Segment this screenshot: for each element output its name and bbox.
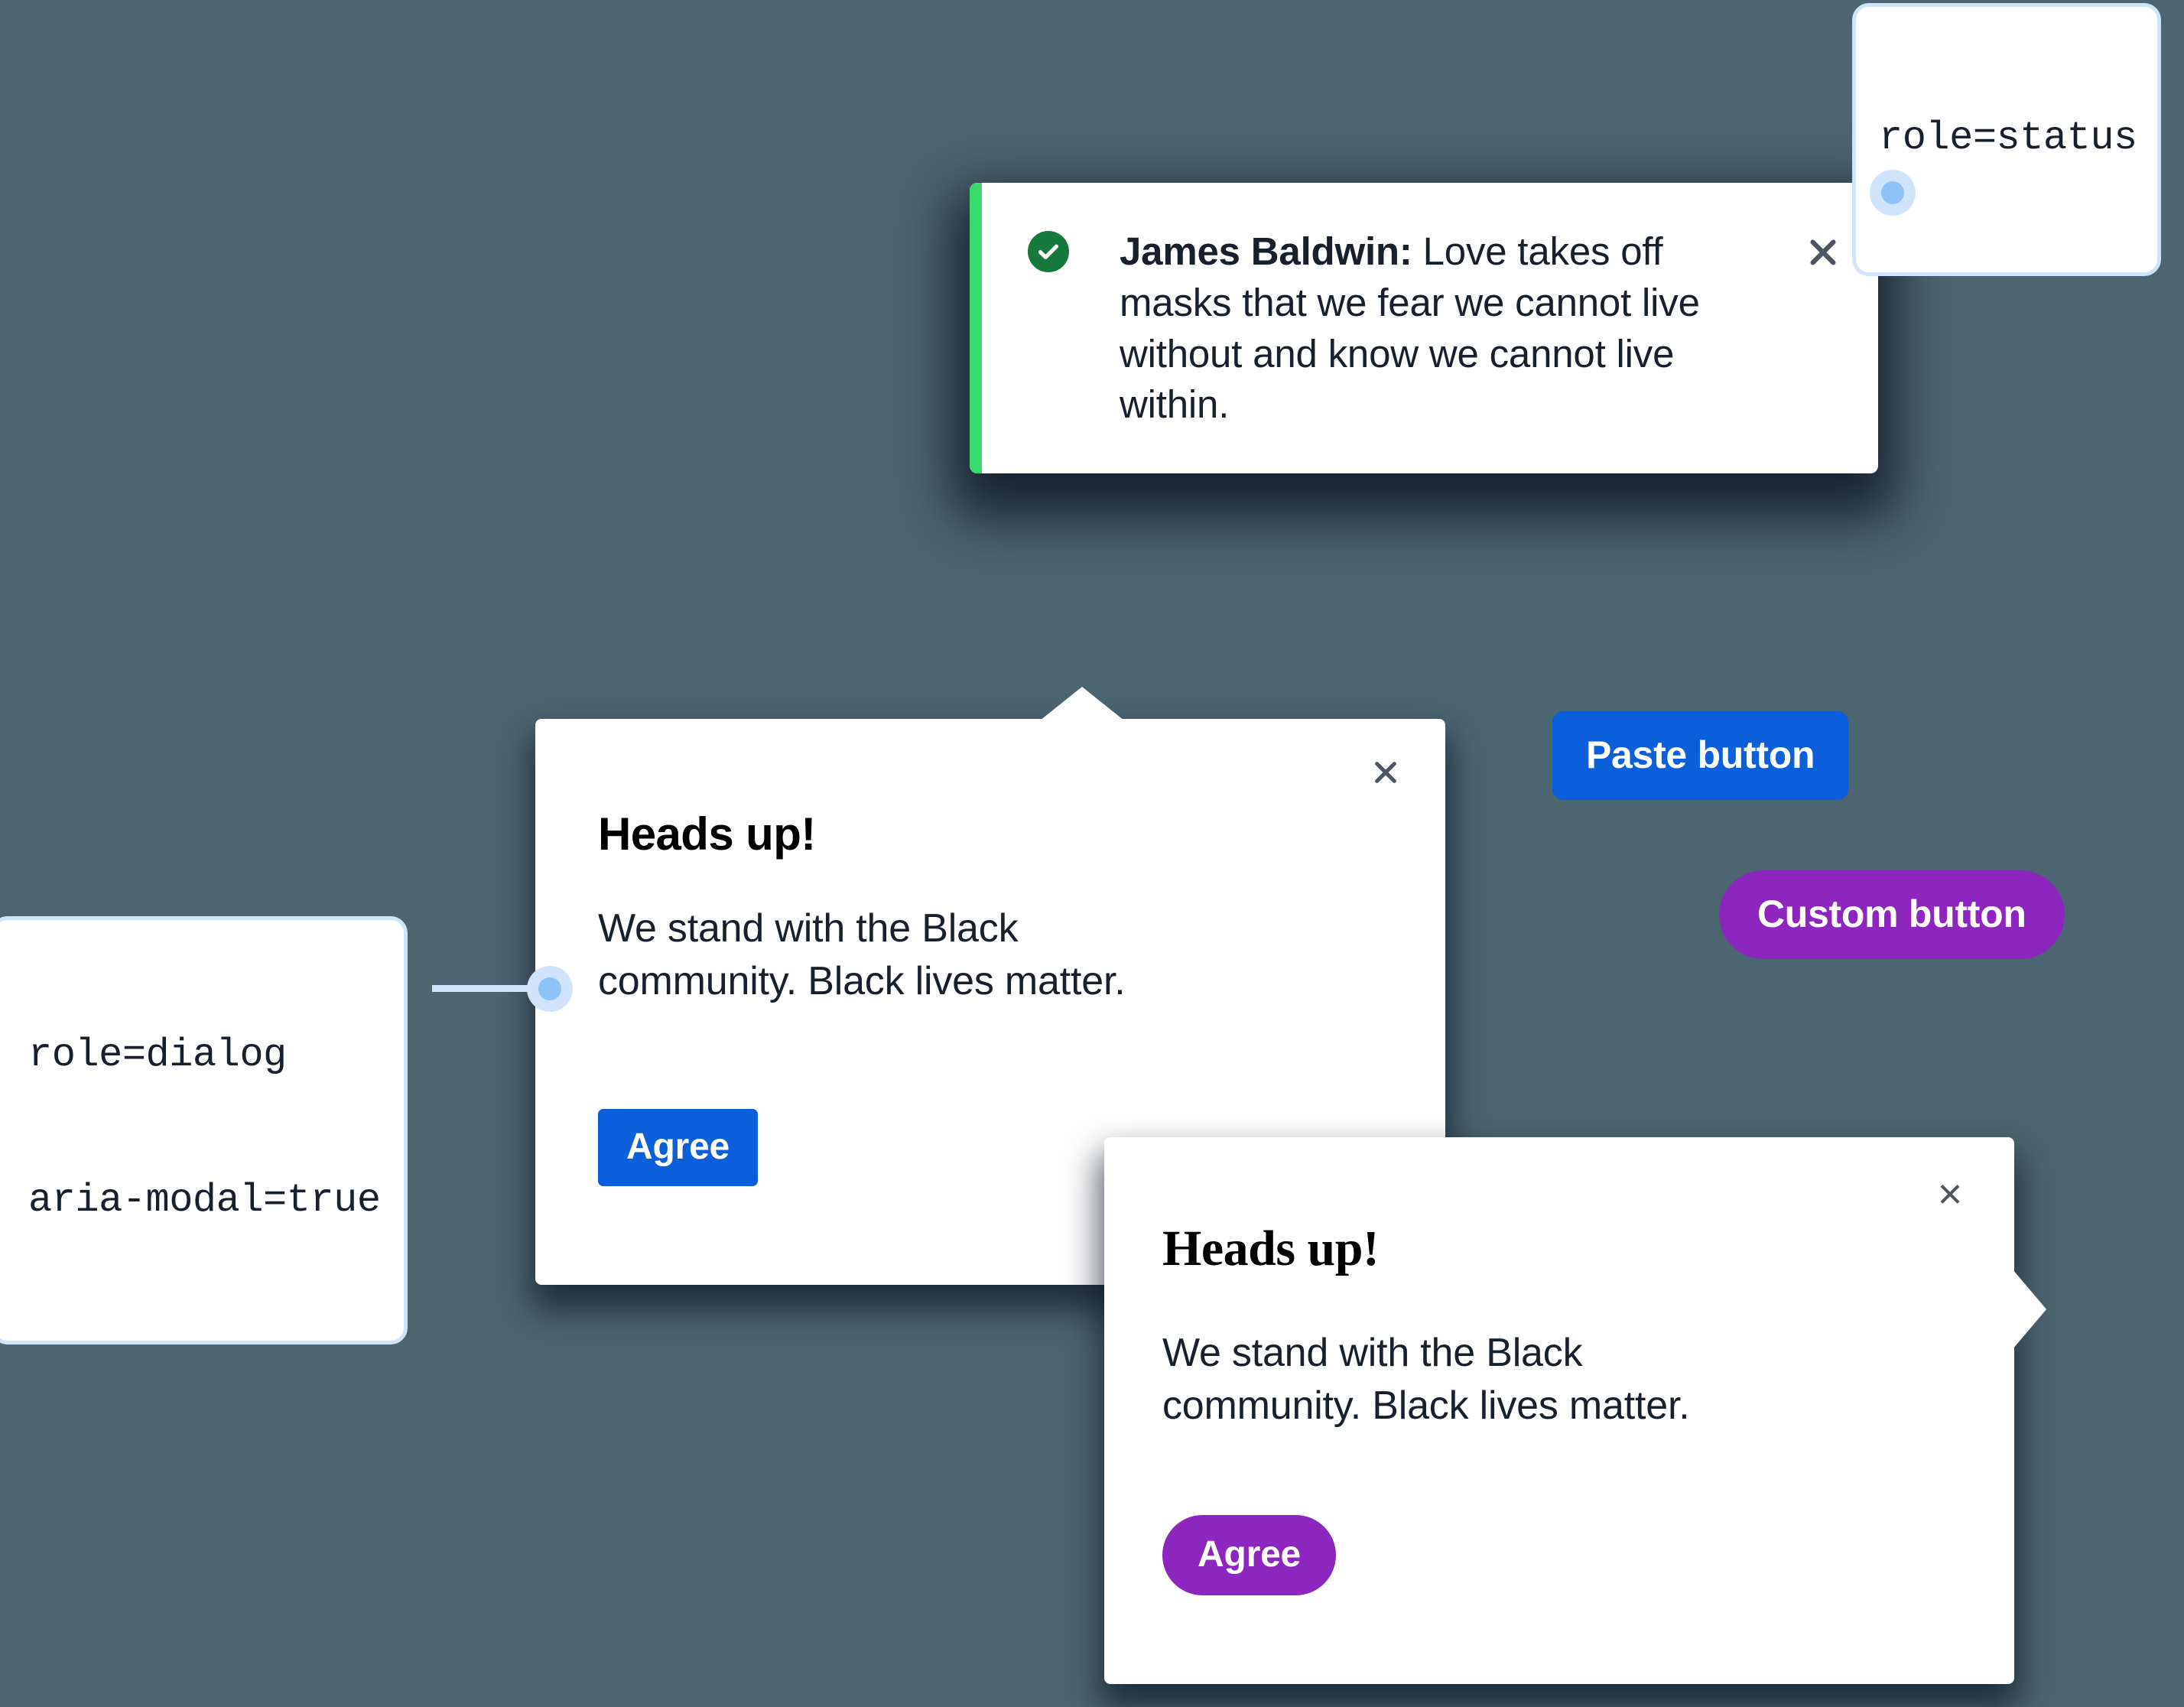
dialog-title: Heads up! [598, 808, 816, 860]
annotation-anchor-dot-dialog [527, 966, 573, 1012]
toast-message: James Baldwin: Love takes off masks that… [1120, 226, 1782, 431]
toast-quote: Love takes off masks that we fear we can… [1120, 229, 1700, 427]
success-check-icon [1028, 231, 1069, 272]
paste-button[interactable]: Paste button [1552, 711, 1849, 800]
annotation-connector-dialog [432, 985, 543, 992]
close-icon[interactable] [1364, 751, 1407, 794]
close-icon[interactable] [1800, 229, 1846, 275]
agree-button[interactable]: Agree [1162, 1515, 1337, 1595]
annotation-line: role=dialog [28, 1032, 287, 1078]
dialog-serif-purple: × Heads up! We stand with the Black comm… [1104, 1137, 2046, 1684]
annotation-line: aria-modal=true [28, 1178, 381, 1224]
toast-content: James Baldwin: Love takes off masks that… [982, 183, 1878, 473]
annotation-line: role=status [1879, 115, 2137, 161]
toast-notification: James Baldwin: Love takes off masks that… [970, 183, 1878, 474]
dialog-tail-up-icon [1040, 687, 1124, 720]
dialog-body: We stand with the Black community. Black… [1162, 1331, 1690, 1428]
dialog-tail-right-icon [2013, 1270, 2046, 1349]
toast-speaker: James Baldwin: [1120, 229, 1412, 273]
annotation-anchor-dot-status [1870, 170, 1916, 216]
custom-button[interactable]: Custom button [1719, 870, 2065, 959]
dialog-title: Heads up! [1162, 1221, 1380, 1276]
annotation-label-role-dialog: role=dialog aria-modal=true [0, 916, 408, 1344]
toast-accent-bar [970, 183, 982, 474]
agree-button[interactable]: Agree [598, 1109, 759, 1186]
close-icon[interactable]: × [1937, 1169, 1963, 1218]
annotation-label-role-status: role=status [1852, 3, 2161, 276]
dialog-body: We stand with the Black community. Black… [598, 906, 1126, 1003]
